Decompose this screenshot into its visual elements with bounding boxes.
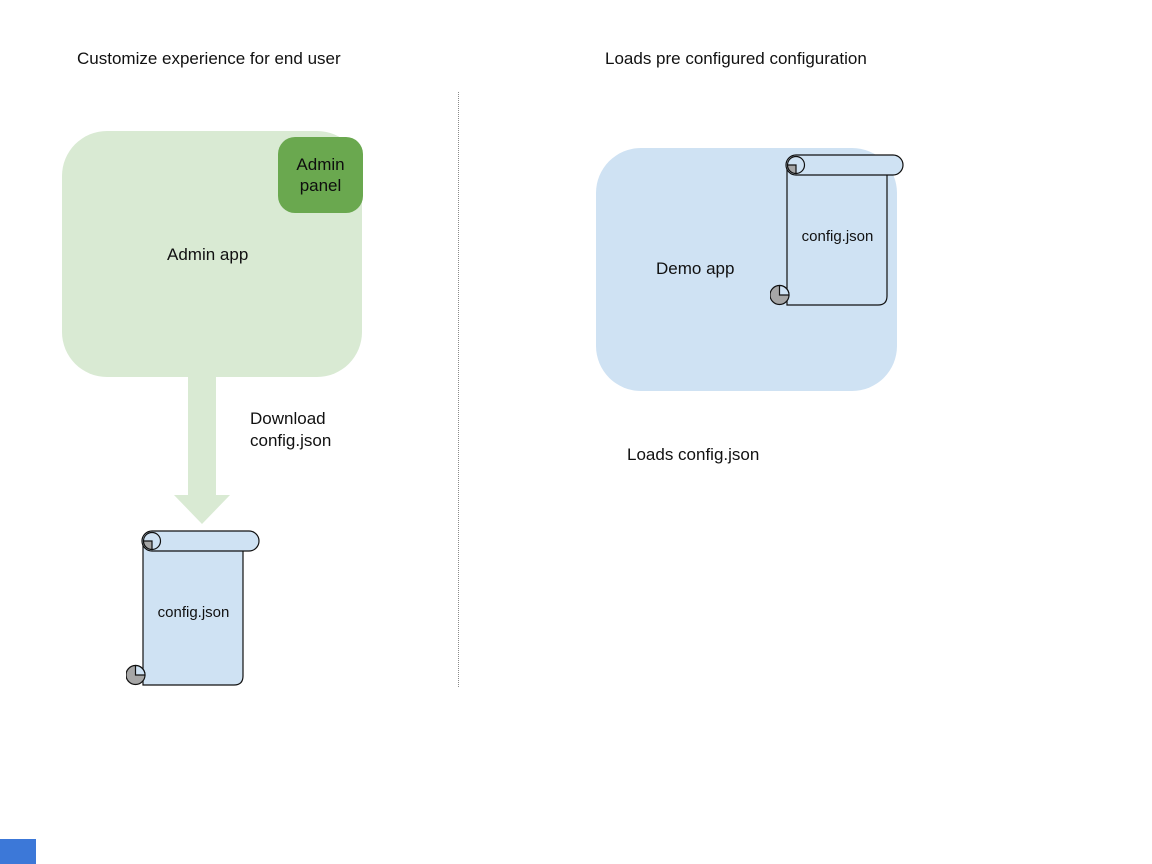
left-section-title: Customize experience for end user	[77, 49, 341, 68]
right-section-title: Loads pre configured configuration	[605, 49, 867, 68]
config-file-scroll-icon-right	[770, 154, 904, 306]
blue-corner-marker	[0, 839, 36, 864]
download-arrow-icon	[174, 377, 230, 524]
admin-panel-shape: Admin panel	[278, 137, 363, 213]
admin-app-label: Admin app	[167, 245, 249, 264]
config-file-label-left: config.json	[157, 604, 230, 621]
download-config-caption: Download config.json	[250, 409, 332, 450]
loads-config-caption: Loads config.json	[627, 445, 760, 464]
config-file-scroll-icon-left	[126, 530, 260, 686]
admin-panel-label: Admin panel	[296, 155, 345, 195]
demo-app-label: Demo app	[656, 259, 735, 278]
config-file-label-right: config.json	[801, 228, 874, 245]
section-divider	[458, 92, 459, 687]
